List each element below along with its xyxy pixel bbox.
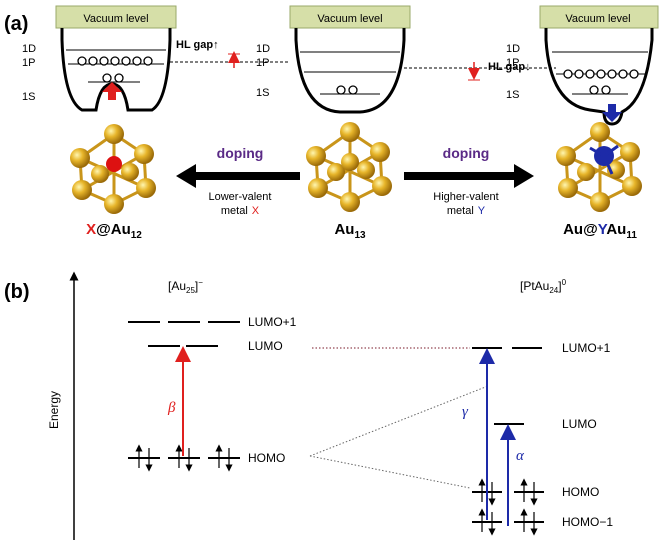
right-cluster-sub: 24 <box>549 286 558 295</box>
right-formula-pre: Au@ <box>563 221 598 238</box>
right-homo-minus1-label: HOMO−1 <box>562 515 613 529</box>
right-shell-1P: 1P <box>506 57 519 69</box>
beta-label: β <box>167 400 176 416</box>
right-cluster-name: [PtAu24]0 <box>520 278 567 295</box>
gamma-label: γ <box>462 404 469 420</box>
left-cluster-sup: − <box>198 278 203 287</box>
left-shell-1S: 1S <box>22 91 35 103</box>
right-metal-symbol: Y <box>478 205 486 217</box>
left-cluster-name: [Au25]− <box>168 278 203 295</box>
left-formula-sub: 12 <box>131 230 143 241</box>
doping-right-arrow-icon <box>404 164 534 188</box>
right-spin-arrows <box>478 478 538 536</box>
lower-valent-caption: Lower-valent <box>209 191 272 203</box>
right-formula-dopant: Y <box>598 221 608 238</box>
center-cluster-icon <box>306 122 392 212</box>
left-shell-1P: 1P <box>22 57 35 69</box>
panel-a-label: (a) <box>4 13 28 35</box>
energy-axis-label: Energy <box>47 391 61 429</box>
vacuum-level-label: Vacuum level <box>83 13 148 25</box>
doping-left-label: doping <box>217 145 264 161</box>
right-cluster-base: [PtAu <box>520 279 549 293</box>
center-formula: Au13 <box>334 221 366 241</box>
left-potential-well: Vacuum level <box>55 5 177 112</box>
left-formula-host: @Au <box>96 221 131 238</box>
left-lumo-label: LUMO <box>248 339 283 353</box>
alpha-label: α <box>516 448 525 464</box>
left-shell-1D: 1D <box>22 43 36 55</box>
vacuum-level-label: Vacuum level <box>565 13 630 25</box>
left-cluster-base: [Au <box>168 279 186 293</box>
left-cluster-icon <box>70 124 156 214</box>
center-shell-1S: 1S <box>256 87 269 99</box>
left-metal-word: metal <box>221 205 248 217</box>
center-potential-well: Vacuum level <box>289 5 411 114</box>
homo-connector-lower <box>309 455 471 489</box>
left-formula-dopant: X <box>86 221 96 238</box>
right-formula-host: Au <box>606 221 626 238</box>
right-lumo-label: LUMO <box>562 417 597 431</box>
left-formula: X@Au12 <box>86 221 142 241</box>
center-formula-sub: 13 <box>354 230 366 241</box>
panel-b-label: (b) <box>4 281 30 303</box>
left-metal-caption: metal X <box>221 205 260 217</box>
right-formula: Au@YAu11 <box>563 221 637 241</box>
right-metal-caption: metal Y <box>447 205 486 217</box>
left-cluster-close: ] <box>195 279 198 293</box>
right-cluster-close: ] <box>558 279 561 293</box>
hl-gap-up-label: HL gap↑ <box>176 39 219 51</box>
left-cluster-sub: 25 <box>186 286 195 295</box>
doping-left-arrow-icon <box>176 164 300 188</box>
left-homo-spin-arrows <box>135 444 233 472</box>
hl-gap-down-label: HL gap↓ <box>488 61 531 73</box>
higher-valent-caption: Higher-valent <box>433 191 498 203</box>
left-metal-symbol: X <box>252 205 260 217</box>
vacuum-level-box <box>55 5 177 29</box>
right-cluster-icon <box>556 122 642 212</box>
right-shell-1S: 1S <box>506 89 519 101</box>
red-up-arrow-icon <box>102 82 122 100</box>
right-potential-well: Vacuum level <box>539 5 659 126</box>
center-shell-1P: 1P <box>256 57 269 69</box>
right-lumo1-label: LUMO+1 <box>562 341 611 355</box>
blue-down-arrow-icon <box>602 104 622 122</box>
vacuum-level-label: Vacuum level <box>317 13 382 25</box>
left-homo-label: HOMO <box>248 451 285 465</box>
homo-connector-upper <box>309 385 489 457</box>
right-shell-1D: 1D <box>506 43 520 55</box>
right-cluster-sup: 0 <box>562 278 567 287</box>
right-metal-word: metal <box>447 205 474 217</box>
right-homo-label: HOMO <box>562 485 599 499</box>
doping-right-label: doping <box>443 145 490 161</box>
right-formula-sub: 11 <box>626 230 637 241</box>
left-lumo1-label: LUMO+1 <box>248 315 297 329</box>
center-shell-1D: 1D <box>256 43 270 55</box>
center-formula-base: Au <box>334 221 354 238</box>
